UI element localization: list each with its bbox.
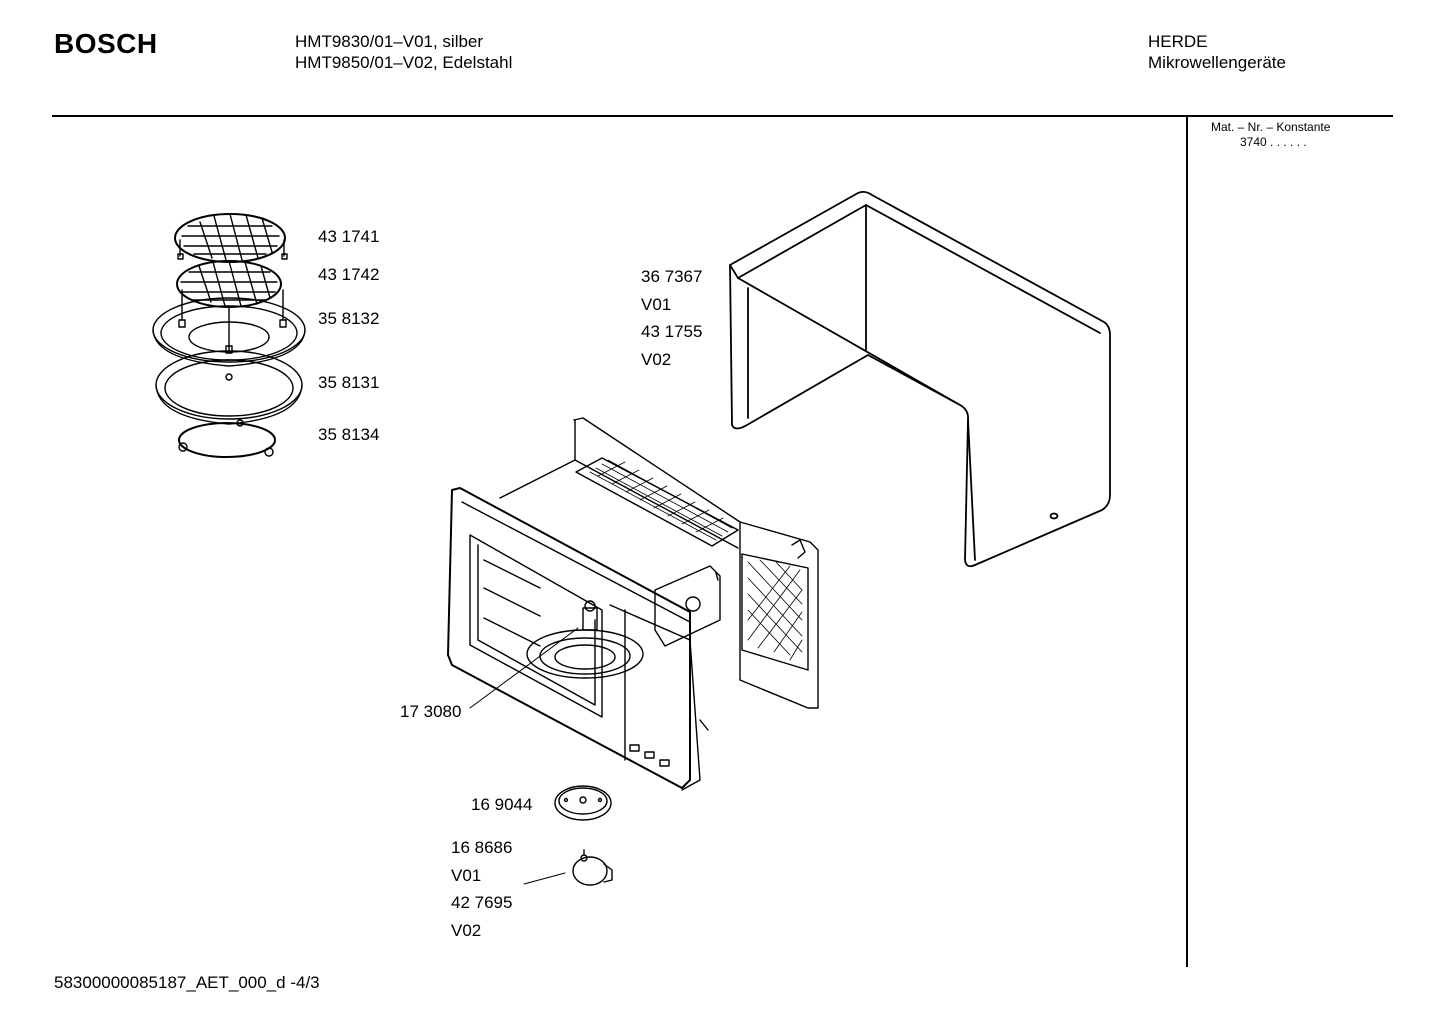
cover-variant-1: V01 (641, 294, 672, 314)
cover-number-1: 36 7367 (641, 267, 703, 286)
category-block: HERDE Mikrowellengeräte (1148, 31, 1286, 73)
motor-variant-1: V01 (451, 865, 482, 885)
grill-rack-lower (177, 261, 286, 353)
part-label-disc: 16 9044 (471, 795, 533, 814)
material-number-title: Mat. – Nr. – Konstante (1211, 120, 1331, 134)
document-id: 58300000085187_AET_000_d -4/3 (54, 973, 320, 992)
sidebar-divider (1186, 116, 1188, 967)
grill-rack-upper (175, 214, 287, 262)
category-line-2: Mikrowellengeräte (1148, 53, 1286, 72)
material-number-block: Mat. – Nr. – Konstante 3740 . . . . . . (1211, 120, 1330, 150)
cover-variant-2: V02 (641, 349, 672, 369)
category-line-1: HERDE (1148, 32, 1208, 51)
model-list: HMT9830/01–V01, silber HMT9850/01–V02, E… (295, 31, 512, 73)
part-label-roller-ring: 35 8134 (318, 425, 380, 444)
header-divider (52, 115, 1393, 117)
roller-ring (179, 420, 275, 457)
oven-cavity (448, 418, 818, 790)
motor-number-1: 16 8686 (451, 838, 513, 857)
part-label-grill-rack-lower: 43 1742 (318, 265, 380, 284)
turntable-motor (573, 850, 612, 885)
model-line-2: HMT9850/01–V02, Edelstahl (295, 53, 513, 72)
drive-disc (555, 786, 611, 820)
motor-variant-2: V02 (451, 920, 482, 940)
part-label-grill-rack-upper: 43 1741 (318, 227, 380, 246)
part-label-plate-lower: 35 8131 (318, 373, 380, 392)
motor-number-2: 42 7695 (451, 893, 513, 912)
part-label-motor: 16 8686 V01 42 7695 V02 (451, 834, 512, 944)
part-label-cover: 36 7367 V01 43 1755 V02 (641, 263, 702, 373)
model-line-1: HMT9830/01–V01, silber (295, 32, 484, 51)
part-label-plate-upper: 35 8132 (318, 309, 380, 328)
outer-cover (730, 192, 1110, 566)
material-number-value: 3740 . . . . . . (1240, 135, 1307, 149)
brand-logo: BOSCH (54, 28, 158, 59)
cover-number-2: 43 1755 (641, 322, 703, 341)
part-label-coupler: 17 3080 (400, 702, 462, 721)
